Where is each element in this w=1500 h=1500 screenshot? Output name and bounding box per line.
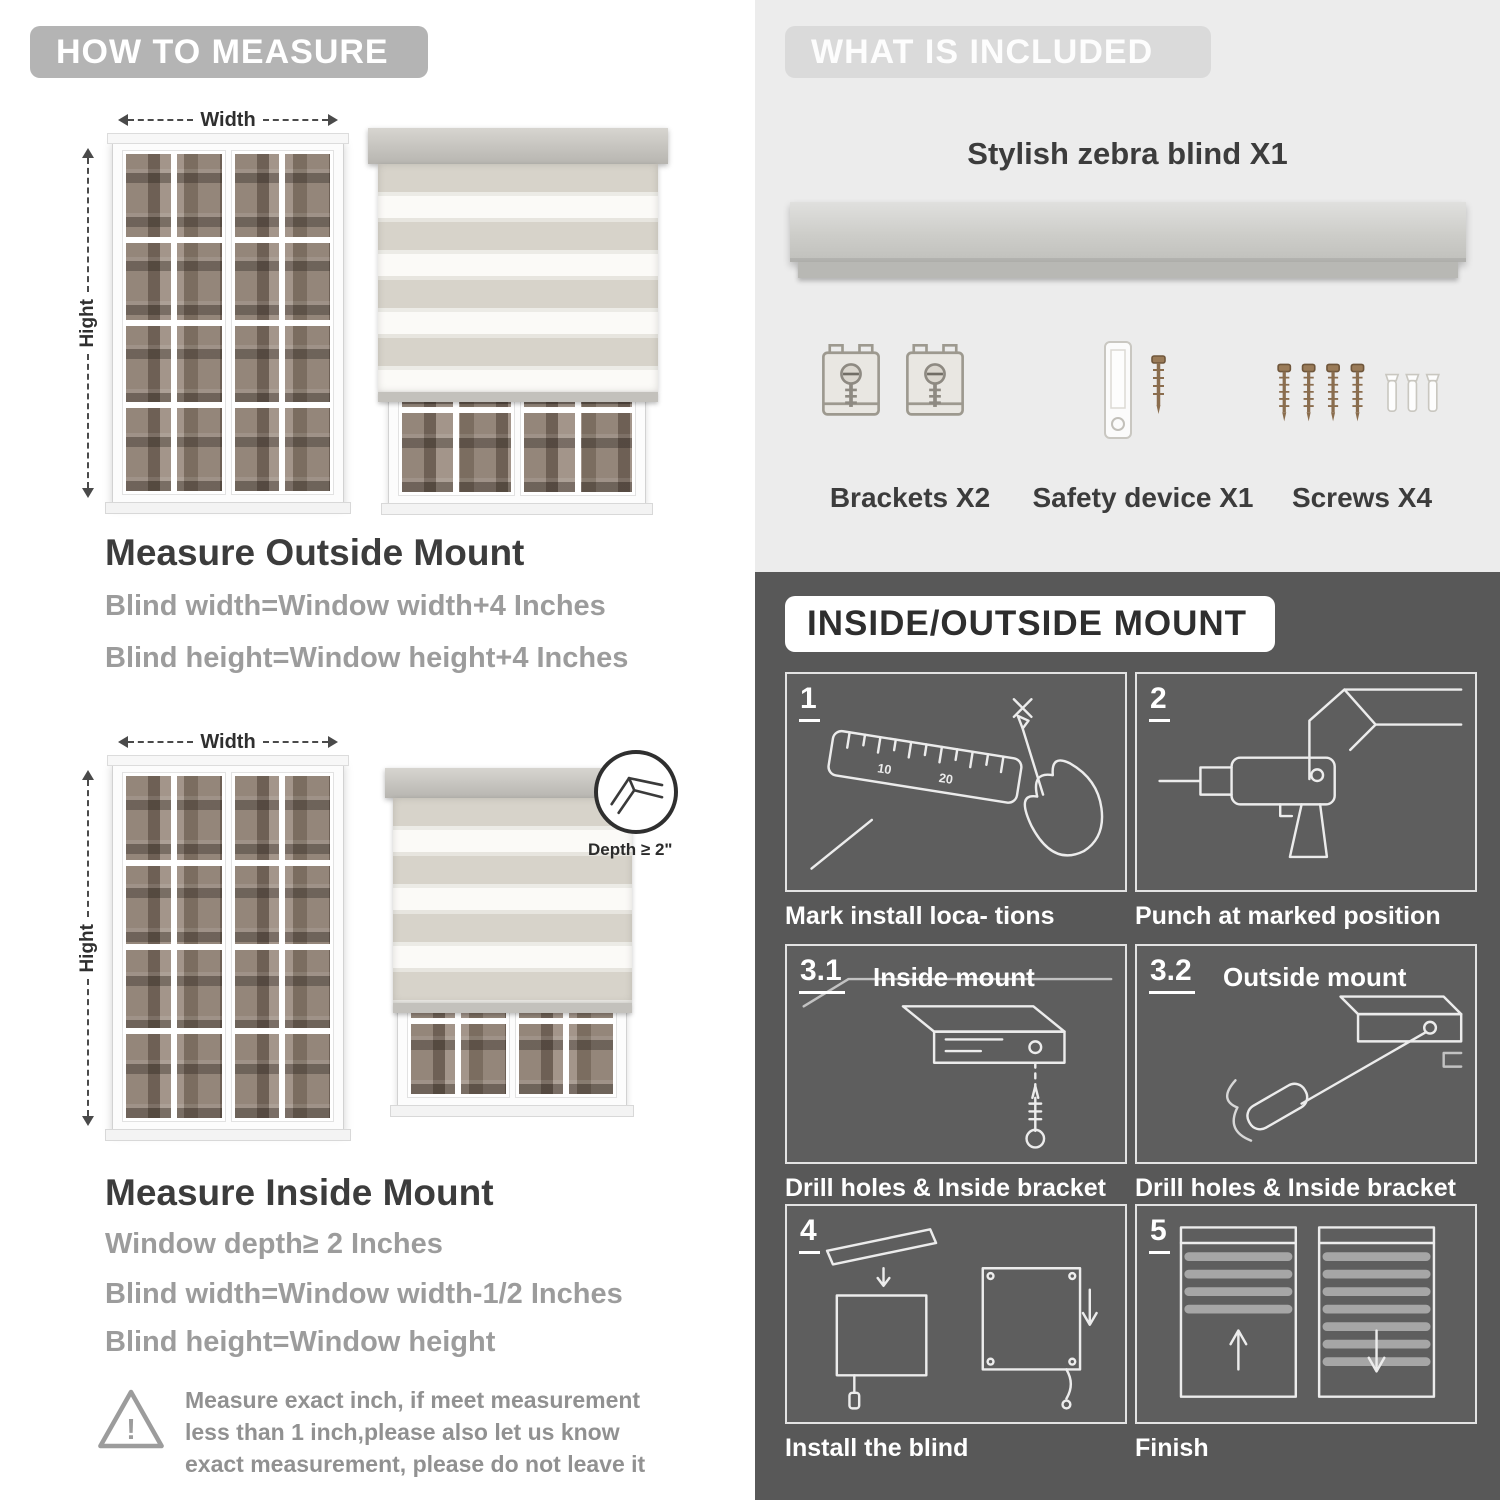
brackets-icons [817,340,969,425]
zebra-blind-headrail-image [790,202,1466,262]
width-arrow-outside: Width [112,108,344,131]
brackets-label: Brackets X2 [829,482,991,513]
step-number: 4 [799,1214,820,1254]
step-1-caption: Mark install loca- tions [785,902,1055,930]
step-3-2-caption: Drill holes & Inside bracket [1135,1174,1456,1202]
inside-bracket-illustration [802,977,1113,1149]
step-1-panel: 1 10 20 [785,672,1127,892]
window-corner-depth-icon [610,776,664,815]
safety-device-label: Safety device X1 [1032,482,1254,513]
measure-warning-text: Measure exact inch, if meet measurement … [185,1387,646,1478]
blind-headrail [368,128,668,164]
step-2: 2 Punch at marked position [1135,672,1477,931]
zebra-blind-figure-inside [385,768,640,1117]
outside-bracket-illustration [1225,995,1463,1142]
blind-bottom-bar [393,1003,632,1013]
finish-illustration [1179,1226,1436,1398]
bracket-icon [906,343,964,416]
what-is-included-section: WHAT IS INCLUDED Stylish zebra blind X1 [755,0,1500,572]
outside-mount-label: Outside mount [1223,962,1407,992]
blind-bottom-bar [378,392,658,402]
bracket-icon [822,343,880,416]
outside-mount-line-2: Blind height=Window height+4 Inches [105,642,629,674]
inside-mount-title: Measure Inside Mount [105,1172,494,1213]
step-3-2: 3.2 Outside mount Drill holes & Inside b… [1135,944,1477,1203]
what-is-included-title: WHAT IS INCLUDED [811,32,1154,71]
mount-instructions-section: INSIDE/OUTSIDE MOUNT 1 [755,572,1500,1500]
zebra-blind-stripes [393,798,632,1003]
window-muntins [126,154,222,491]
step-2-caption: Punch at marked position [1135,902,1441,930]
window-illustration-inside [105,755,351,1141]
step-3-1-panel: 3.1 Inside mount [785,944,1127,1164]
height-label: Hight [77,923,98,973]
how-to-measure-header: HOW TO MEASURE [30,26,428,78]
svg-text:20: 20 [938,771,954,787]
arrow-down-icon [82,488,94,504]
what-is-included-header: WHAT IS INCLUDED [785,26,1211,78]
window-sash [230,150,334,495]
drill-illustration [1158,688,1463,859]
step-3-2-panel: 3.2 Outside mount [1135,944,1477,1164]
arrow-down-icon [82,1116,94,1132]
step-5-caption: Finish [1135,1434,1209,1462]
zebra-blind-figure-outside [368,128,668,515]
arrow-up-icon [82,142,94,158]
window-illustration-outside [105,133,351,514]
step-number: 1 [799,682,820,722]
depth-label: Depth ≥ 2" [588,840,673,859]
warning-triangle-icon: ! [98,1389,164,1449]
inside-mount-label: Inside mount [873,962,1035,992]
screws-and-anchors-icon [1276,362,1440,423]
arrow-up-icon [82,764,94,780]
step-4-caption: Install the blind [785,1434,969,1462]
outside-mount-line-1: Blind width=Window width+4 Inches [105,590,606,622]
window-muntins [234,154,330,491]
inside-mount-line-1: Window depth≥ 2 Inches [105,1228,443,1260]
outside-mount-title: Measure Outside Mount [105,532,525,573]
height-arrow-inside: Hight [77,764,98,1132]
step-3-1-caption: Drill holes & Inside bracket [785,1174,1106,1202]
window-muntins [126,776,222,1118]
install-blind-illustration [825,1228,1098,1410]
step-number: 3.1 [799,954,845,994]
mount-title: INSIDE/OUTSIDE MOUNT [807,604,1248,643]
zebra-blind-label: Stylish zebra blind X1 [967,136,1288,171]
step-4: 4 In [785,1204,1127,1463]
arrow-right-icon [328,114,344,126]
width-label: Width [200,730,256,753]
window-muntins [234,776,330,1118]
safety-device-icon [1104,341,1166,439]
height-label: Hight [77,298,98,348]
step-number: 5 [1149,1214,1170,1254]
svg-text:!: ! [126,1414,136,1446]
arrow-left-icon [112,736,128,748]
step-2-panel: 2 [1135,672,1477,892]
arrow-left-icon [112,114,128,126]
width-arrow-inside: Width [112,730,344,753]
how-to-measure-title: HOW TO MEASURE [56,32,389,71]
window-sash [122,150,226,495]
inside-mount-line-2: Blind width=Window width-1/2 Inches [105,1278,623,1310]
window-sash [230,772,334,1122]
inside-mount-line-3: Blind height=Window height [105,1326,496,1358]
step-3-1: 3.1 Inside mount [785,944,1127,1203]
height-arrow-outside: Hight [77,142,98,504]
step-4-panel: 4 [785,1204,1127,1424]
svg-text:10: 10 [876,761,892,777]
screws-label: Screws X4 [1291,482,1433,513]
step-number: 2 [1149,682,1170,722]
step-number: 3.2 [1149,954,1195,994]
width-label: Width [200,108,256,131]
zebra-blind-stripes [378,164,658,392]
step-5: 5 Finish [1135,1204,1477,1463]
mark-locations-illustration: 10 20 [810,698,1104,870]
step-5-panel: 5 [1135,1204,1477,1424]
mount-header: INSIDE/OUTSIDE MOUNT [785,596,1275,652]
step-1: 1 10 20 [785,672,1127,931]
window-sash [122,772,226,1122]
arrow-right-icon [328,736,344,748]
zebra-blind-headrail-lip [798,262,1458,278]
depth-callout-circle [594,750,678,834]
